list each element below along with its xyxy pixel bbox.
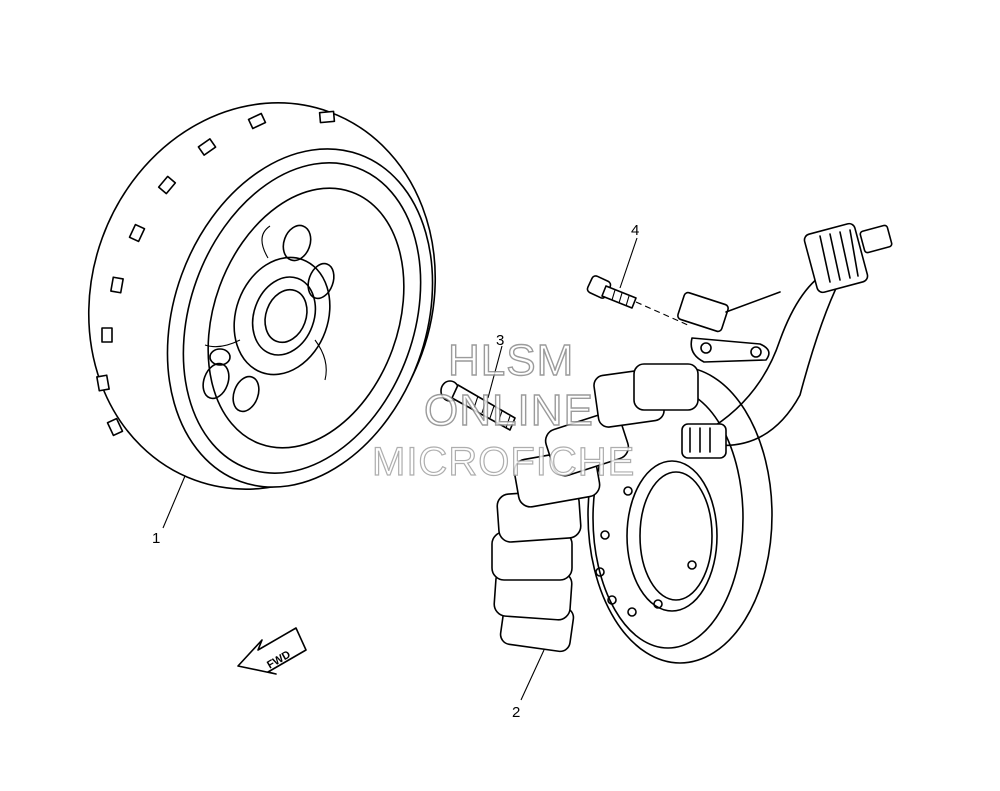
callout-flywheel: 1 xyxy=(152,530,160,547)
callout-stator-bolt: 3 xyxy=(496,332,504,349)
watermark-line-2: ONLINE xyxy=(424,386,594,435)
wire-connector xyxy=(803,222,893,294)
sensor-bolt xyxy=(586,275,637,309)
stator-bolt xyxy=(440,380,516,431)
trigger-lugs xyxy=(96,110,336,437)
stator-coils xyxy=(491,363,699,653)
watermark-line-1: HLSM xyxy=(448,336,574,385)
leader-lines xyxy=(162,237,691,701)
callout-sensor-bolt: 4 xyxy=(631,222,639,239)
callout-stator: 2 xyxy=(512,704,520,721)
fwd-direction-arrow: FWD xyxy=(237,627,307,675)
watermark: HLSM ONLINE MICROFICHE xyxy=(371,335,635,484)
pickup-sensor xyxy=(677,291,781,363)
watermark-line-3: MICROFICHE xyxy=(372,440,635,484)
flywheel-rotor xyxy=(87,102,437,490)
stator-assembly xyxy=(491,222,893,664)
